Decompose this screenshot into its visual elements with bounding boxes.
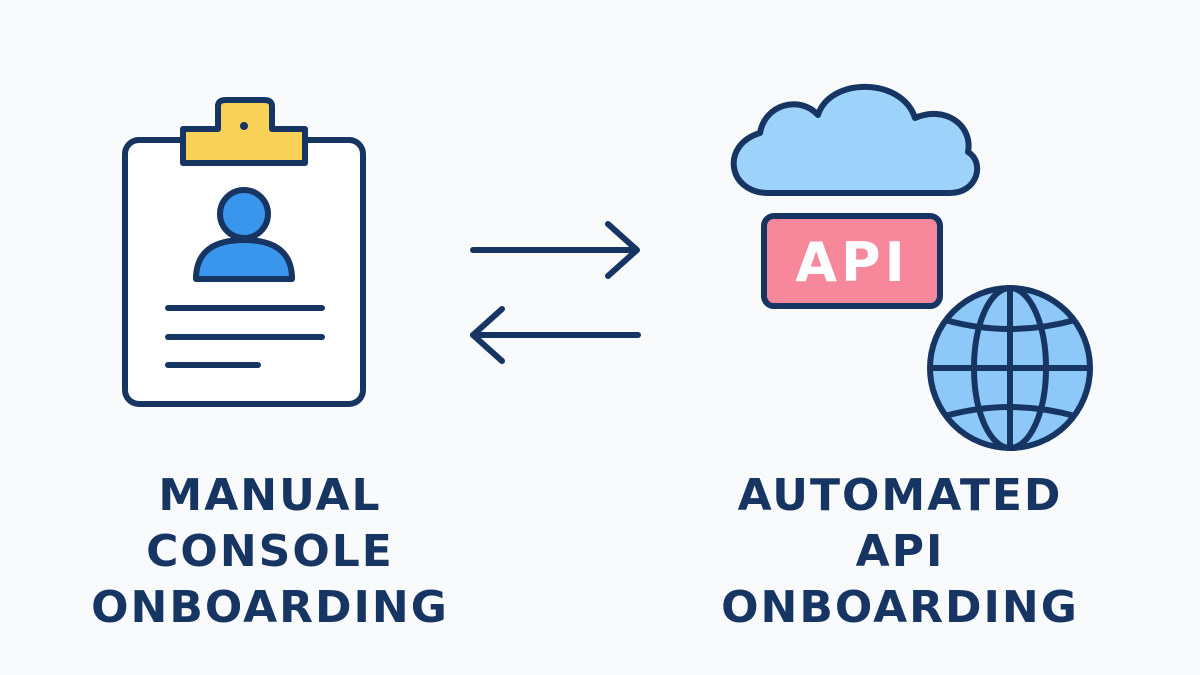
caption-line: ONBOARDING bbox=[721, 582, 1079, 633]
bidirectional-arrows-icon bbox=[470, 221, 641, 364]
manual-onboarding-caption: MANUAL CONSOLE ONBOARDING bbox=[60, 468, 480, 636]
api-badge-label: API bbox=[795, 231, 908, 294]
caption-line: ONBOARDING bbox=[91, 582, 449, 633]
caption-line: CONSOLE bbox=[146, 526, 394, 577]
globe-latitude-north bbox=[944, 317, 1076, 332]
clipboard-clip-hole bbox=[240, 122, 248, 130]
automated-onboarding-caption: AUTOMATED API ONBOARDING bbox=[690, 468, 1110, 636]
globe-icon bbox=[927, 285, 1093, 451]
cloud-icon bbox=[730, 83, 981, 196]
api-badge-icon: API bbox=[761, 213, 943, 309]
caption-line: MANUAL bbox=[158, 470, 382, 521]
clipboard-profile-icon bbox=[122, 97, 366, 407]
person-body bbox=[193, 237, 295, 282]
globe-latitude-south bbox=[944, 404, 1076, 419]
caption-line: API bbox=[855, 526, 945, 577]
caption-line: AUTOMATED bbox=[737, 470, 1063, 521]
clipboard-clip bbox=[180, 97, 308, 166]
arrow-left-icon bbox=[470, 306, 641, 364]
api-badge-box bbox=[761, 213, 943, 309]
arrow-right-icon bbox=[470, 221, 640, 279]
person-head bbox=[217, 187, 271, 241]
